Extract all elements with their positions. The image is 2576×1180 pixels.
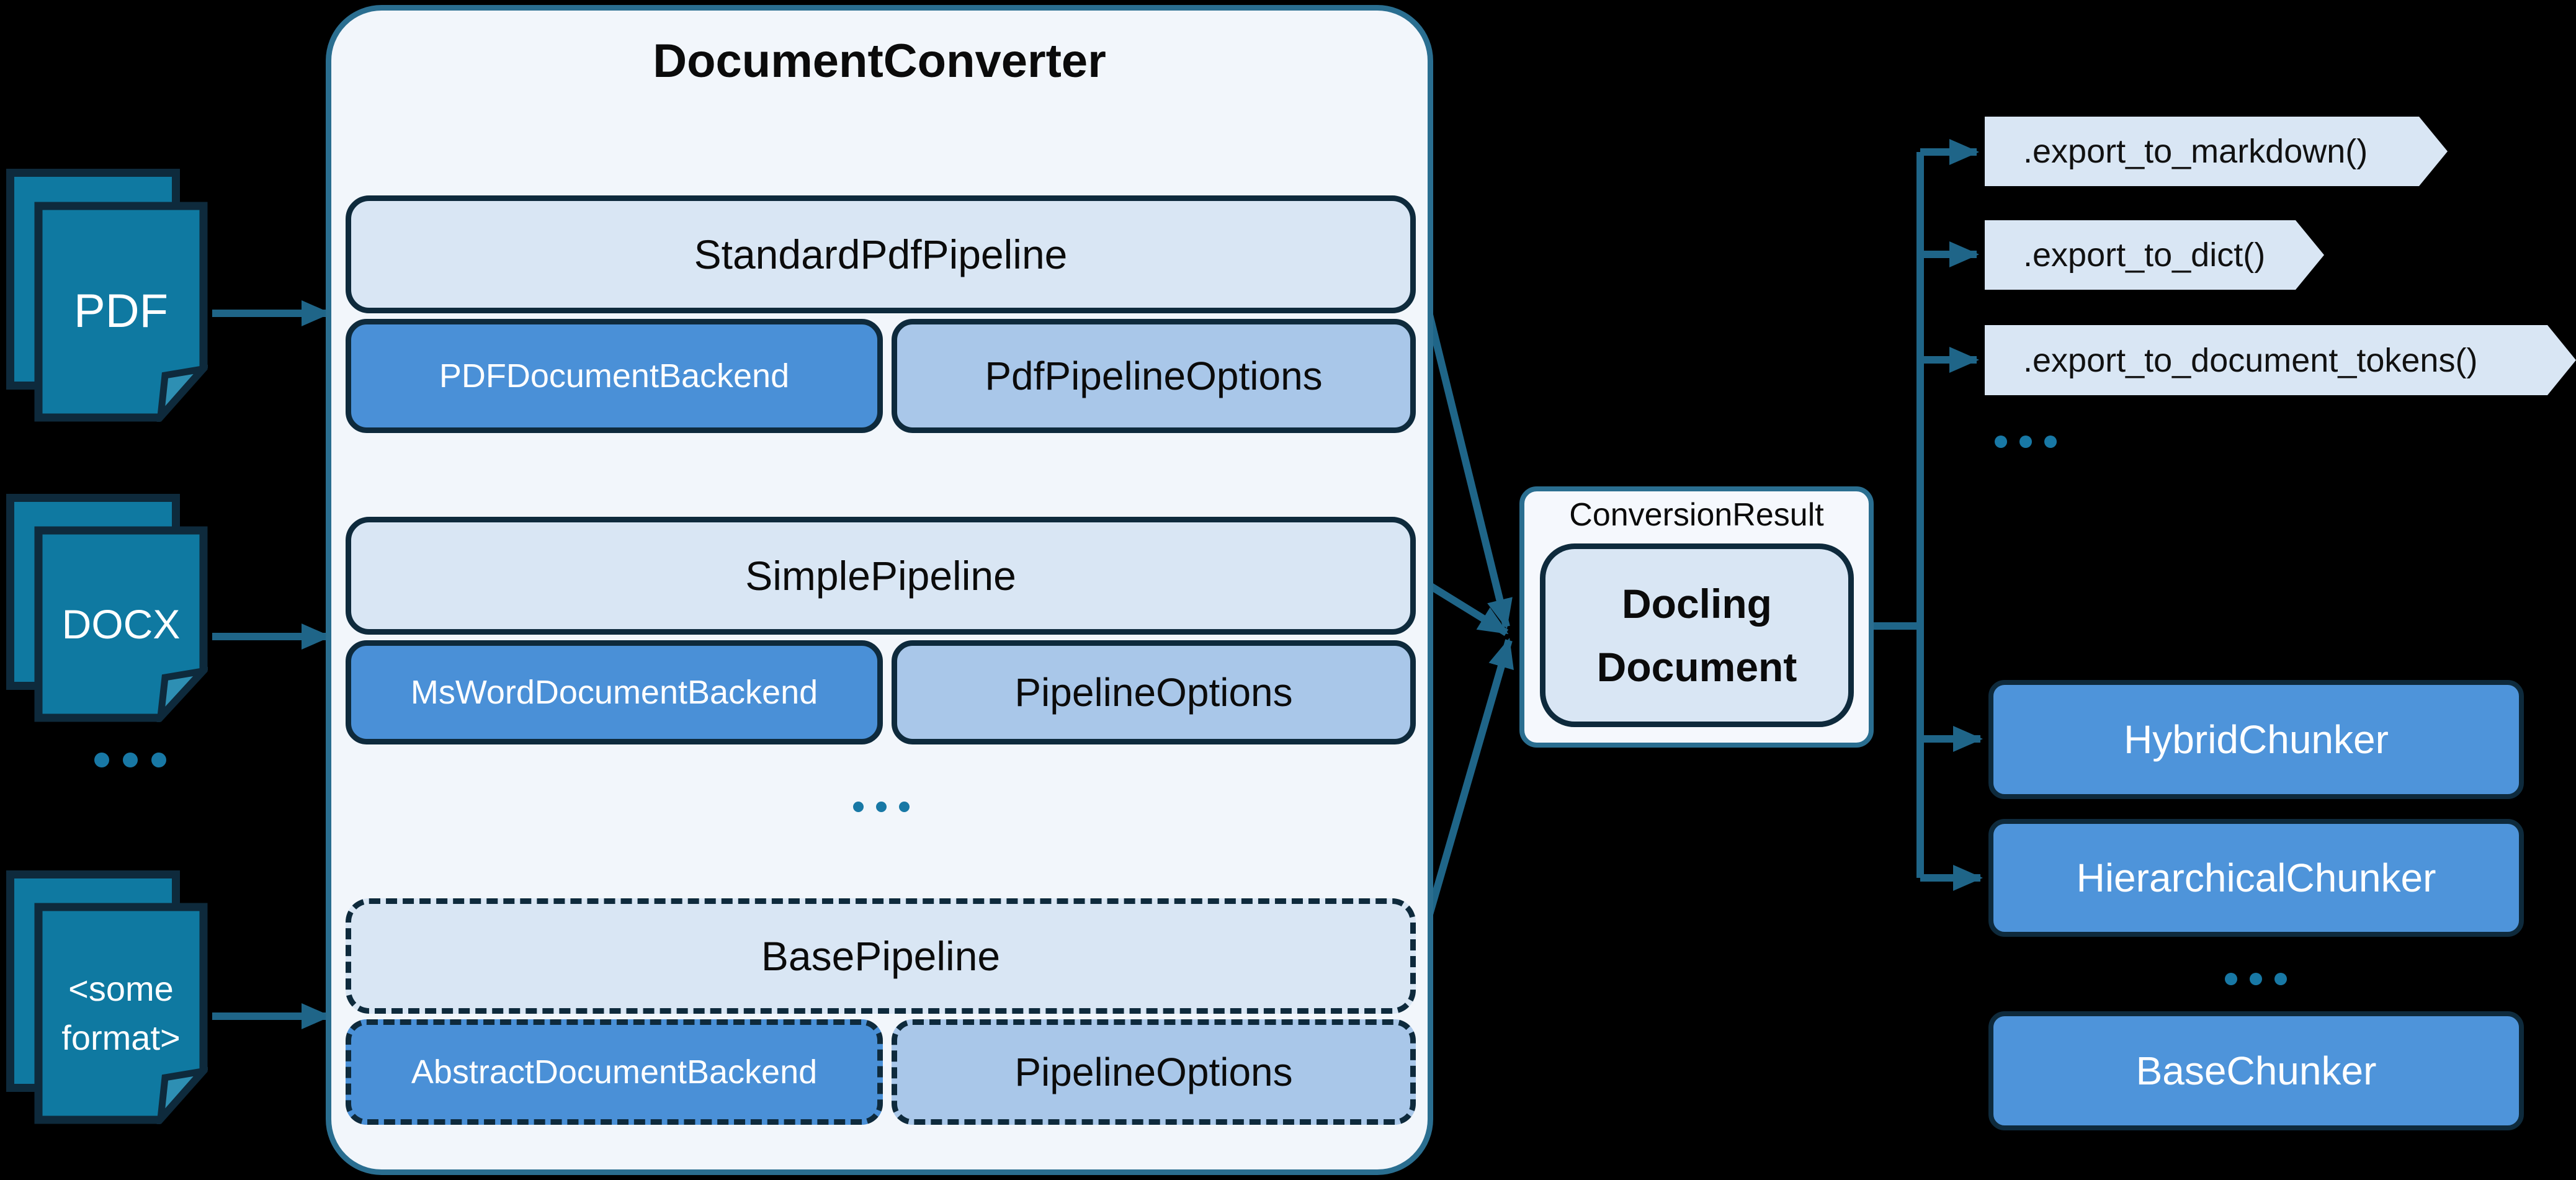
document-converter-title: DocumentConverter bbox=[653, 35, 1106, 87]
docx-label: DOCX bbox=[61, 601, 181, 647]
sources-ellipsis bbox=[59, 741, 202, 779]
docling-document-line1: Docling bbox=[1622, 580, 1772, 627]
export-to-markdown-tag: .export_to_markdown() bbox=[1985, 117, 2448, 186]
hierarchical-chunker-box: HierarchicalChunker bbox=[1988, 819, 2524, 937]
docling-document-box: Docling Document bbox=[1540, 543, 1854, 727]
export-to-dict-tag: .export_to_dict() bbox=[1985, 220, 2324, 290]
someformat-label: <some format> bbox=[34, 903, 208, 1124]
pipeline-basepipeline: BasePipeline bbox=[346, 898, 1416, 1014]
exports-ellipsis bbox=[1970, 424, 2082, 459]
pipeline-simplepipeline: SimplePipeline bbox=[346, 517, 1416, 635]
someformat-label-line1: <some bbox=[68, 969, 174, 1009]
docling-document-line2: Document bbox=[1596, 644, 1797, 690]
pipeline-standardpdfpipeline: StandardPdfPipeline bbox=[346, 195, 1416, 313]
options-pipelineoptions-base: PipelineOptions bbox=[892, 1019, 1416, 1125]
backend-msworddocumentbackend: MsWordDocumentBackend bbox=[346, 640, 883, 744]
options-pipelineoptions: PipelineOptions bbox=[892, 640, 1416, 744]
converter-ellipsis bbox=[825, 789, 937, 824]
export-to-document-tokens-tag: .export_to_document_tokens() bbox=[1985, 325, 2576, 395]
options-pdfpipelineoptions: PdfPipelineOptions bbox=[892, 319, 1416, 433]
base-chunker-box: BaseChunker bbox=[1988, 1011, 2524, 1130]
backend-abstractdocumentbackend: AbstractDocumentBackend bbox=[346, 1019, 883, 1125]
hybrid-chunker-box: HybridChunker bbox=[1988, 680, 2524, 799]
pdf-label: PDF bbox=[74, 285, 168, 338]
pdf-document-icon bbox=[34, 202, 208, 422]
someformat-document-icon bbox=[34, 903, 208, 1124]
conversion-result-label: ConversionResult bbox=[1569, 497, 1824, 533]
chunkers-ellipsis bbox=[2200, 962, 2312, 996]
docx-document-icon bbox=[34, 526, 208, 722]
backend-pdfdocumentbackend: PDFDocumentBackend bbox=[346, 319, 883, 433]
someformat-label-line2: format> bbox=[61, 1017, 181, 1057]
